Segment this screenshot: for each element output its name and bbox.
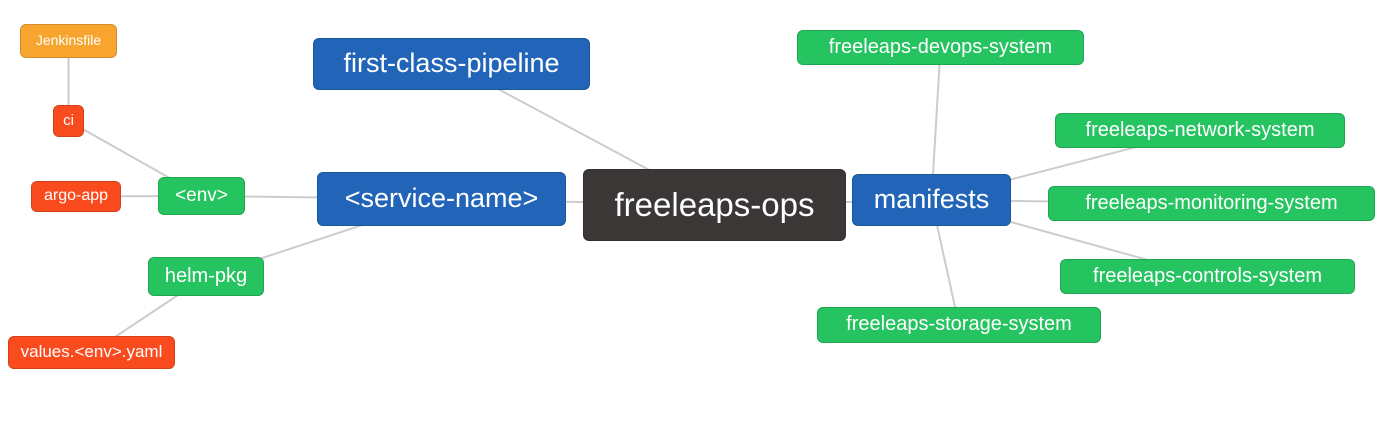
- node-freeleaps-ops[interactable]: freeleaps-ops: [583, 169, 846, 241]
- node-devops-system[interactable]: freeleaps-devops-system: [797, 30, 1084, 65]
- node-manifests[interactable]: manifests: [852, 174, 1011, 226]
- node-label: freeleaps-devops-system: [828, 35, 1053, 58]
- node-monitoring-system[interactable]: freeleaps-monitoring-system: [1048, 186, 1375, 221]
- node-label: argo-app: [43, 186, 109, 204]
- node-argo-app[interactable]: argo-app: [31, 181, 121, 212]
- node-label: values.<env>.yaml: [20, 342, 163, 361]
- node-helm-pkg[interactable]: helm-pkg: [148, 257, 264, 296]
- node-ci[interactable]: ci: [53, 105, 84, 137]
- node-first-class-pipeline[interactable]: first-class-pipeline: [313, 38, 590, 90]
- node-controls-system[interactable]: freeleaps-controls-system: [1060, 259, 1355, 294]
- node-label: Jenkinsfile: [35, 32, 102, 48]
- node-label: ci: [63, 111, 74, 129]
- node-label: manifests: [873, 183, 990, 214]
- node-service-name[interactable]: <service-name>: [317, 172, 566, 226]
- node-network-system[interactable]: freeleaps-network-system: [1055, 113, 1345, 148]
- node-jenkinsfile[interactable]: Jenkinsfile: [20, 24, 117, 58]
- node-label: <env>: [175, 184, 228, 206]
- node-label: freeleaps-storage-system: [846, 313, 1072, 335]
- node-label: freeleaps-ops: [614, 185, 815, 223]
- node-label: freeleaps-controls-system: [1093, 264, 1322, 287]
- node-label: <service-name>: [344, 182, 539, 213]
- node-label: first-class-pipeline: [343, 47, 560, 78]
- node-label: freeleaps-monitoring-system: [1085, 191, 1338, 214]
- node-env[interactable]: <env>: [158, 177, 245, 215]
- node-label: freeleaps-network-system: [1085, 118, 1315, 141]
- node-values-env-yaml[interactable]: values.<env>.yaml: [8, 336, 175, 369]
- node-storage-system[interactable]: freeleaps-storage-system: [817, 307, 1101, 343]
- node-label: helm-pkg: [164, 264, 248, 287]
